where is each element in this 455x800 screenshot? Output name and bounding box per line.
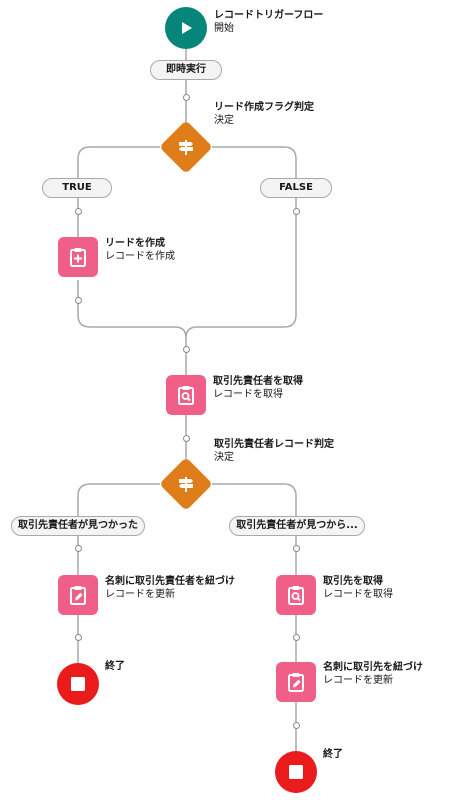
end-right-label: 終了 [323, 748, 343, 761]
branch-not-found-label[interactable]: 取引先責任者が見つから... [229, 516, 365, 536]
update-link-account-subtitle: レコードを更新 [323, 675, 393, 686]
create-lead-label: リードを作成 レコードを作成 [105, 237, 175, 263]
get-account-title: 取引先を取得 [323, 576, 383, 587]
stop-icon [289, 765, 303, 779]
decision-icon [179, 477, 193, 492]
start-title: レコードトリガーフロー [214, 10, 324, 21]
update-link-contact-label: 名刺に取引先責任者を紐づけ レコードを更新 [105, 575, 235, 601]
decision-lead-flag[interactable] [159, 120, 213, 174]
decision-contact-record[interactable] [159, 457, 213, 511]
create-lead-title: リードを作成 [105, 238, 165, 249]
end-right-title: 終了 [323, 749, 343, 760]
play-icon [182, 22, 192, 34]
update-link-account-title: 名刺に取引先を紐づけ [323, 662, 423, 673]
connector-dot[interactable] [74, 208, 82, 215]
connector-dot[interactable] [182, 94, 190, 101]
connector-dot[interactable] [74, 297, 82, 304]
get-contact-subtitle: レコードを取得 [213, 389, 283, 400]
connector-dot[interactable] [292, 545, 300, 552]
branch-true-label[interactable]: TRUE [42, 178, 112, 198]
decision1-subtitle: 決定 [214, 115, 234, 126]
connector-dot[interactable] [74, 634, 82, 641]
connector-dot[interactable] [292, 208, 300, 215]
end-left-label: 終了 [105, 660, 125, 673]
decision2-label: 取引先責任者レコード判定 決定 [214, 438, 334, 464]
connector-dot[interactable] [182, 346, 190, 353]
create-lead-node[interactable] [58, 237, 98, 277]
connector-dot[interactable] [292, 722, 300, 729]
connector-dot[interactable] [182, 435, 190, 442]
update-link-account-node[interactable] [276, 662, 316, 702]
create-lead-subtitle: レコードを作成 [105, 251, 175, 262]
branch-false-label[interactable]: FALSE [260, 178, 332, 198]
start-label: レコードトリガーフロー 開始 [214, 9, 323, 35]
connector-dot[interactable] [74, 545, 82, 552]
get-account-node[interactable] [276, 575, 316, 615]
update-record-icon [70, 586, 86, 605]
get-account-label: 取引先を取得 レコードを取得 [323, 575, 393, 601]
decision2-title: 取引先責任者レコード判定 [214, 439, 334, 450]
get-contact-label: 取引先責任者を取得 レコードを取得 [213, 375, 303, 401]
decision2-subtitle: 決定 [214, 452, 234, 463]
end-left-title: 終了 [105, 661, 125, 672]
decision1-label: リード作成フラグ判定 決定 [214, 101, 314, 127]
decision-icon [179, 140, 193, 155]
create-record-icon [70, 248, 86, 267]
get-contact-title: 取引先責任者を取得 [213, 376, 303, 387]
get-contact-node[interactable] [166, 375, 206, 415]
end-node-right[interactable] [275, 751, 317, 793]
start-subtitle: 開始 [214, 23, 234, 34]
start-node[interactable] [165, 7, 207, 49]
update-link-contact-subtitle: レコードを更新 [105, 589, 175, 600]
update-link-contact-node[interactable] [58, 575, 98, 615]
stop-icon [71, 677, 85, 691]
update-record-icon [288, 673, 304, 692]
immediate-path-label[interactable]: 即時実行 [150, 60, 222, 80]
update-link-contact-title: 名刺に取引先責任者を紐づけ [105, 576, 235, 587]
get-records-icon [288, 586, 304, 605]
connector-dot[interactable] [292, 634, 300, 641]
get-account-subtitle: レコードを取得 [323, 589, 393, 600]
decision1-title: リード作成フラグ判定 [214, 102, 314, 113]
branch-found-label[interactable]: 取引先責任者が見つかった [11, 516, 145, 536]
end-node-left[interactable] [57, 663, 99, 705]
get-records-icon [178, 386, 194, 405]
update-link-account-label: 名刺に取引先を紐づけ レコードを更新 [323, 661, 423, 687]
